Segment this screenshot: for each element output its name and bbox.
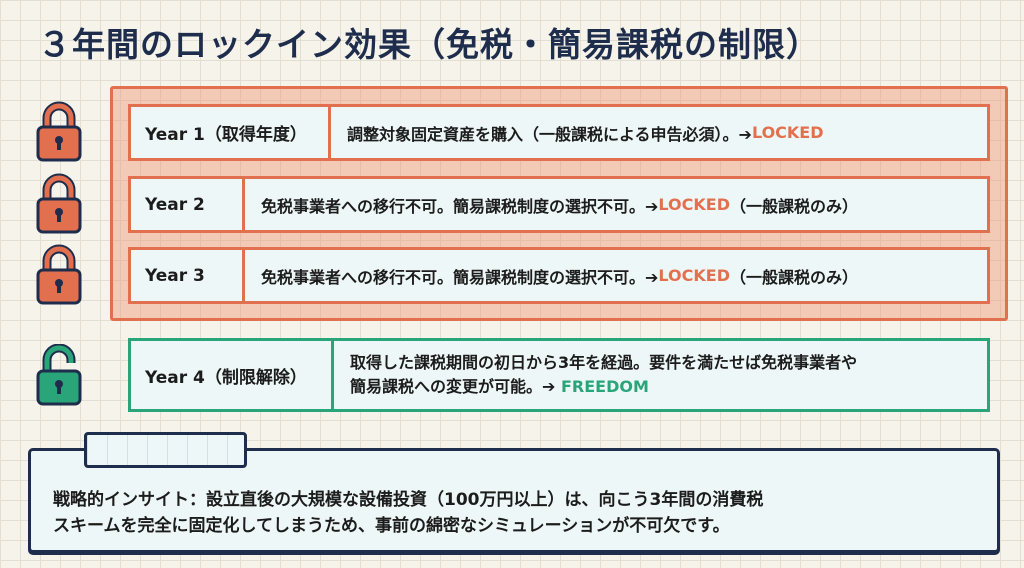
description-text: 免税事業者への移行不可。簡易課税制度の選択不可。➔ xyxy=(261,267,659,287)
year-description: 調整対象固定資産を購入（一般課税による申告必須）。➔ LOCKED xyxy=(331,107,824,158)
description-text: 取得した課税期間の初日から3年を経過。要件を満たせば免税事業者や xyxy=(350,353,858,372)
status-suffix: （一般課税のみ） xyxy=(730,196,859,216)
page-title: ３年間のロックイン効果（免税・簡易課税の制限） xyxy=(38,25,820,64)
note-tab xyxy=(84,432,247,468)
year-description: 免税事業者への移行不可。簡易課税制度の選択不可。➔ LOCKED（一般課税のみ） xyxy=(245,179,858,230)
insight-line: スキームを完全に固定化してしまうため、事前の綿密なシミュレーションが不可欠です。 xyxy=(53,516,730,536)
insight-line: 戦略的インサイト：設立直後の大規模な設備投資（100万円以上）は、向こう3年間の… xyxy=(53,490,764,510)
description-text: 調整対象固定資産を購入（一般課税による申告必須）。➔ xyxy=(347,124,752,144)
year-label: Year 2 xyxy=(131,179,245,230)
description-text: 免税事業者への移行不可。簡易課税制度の選択不可。➔ xyxy=(261,196,659,216)
status-locked: LOCKED xyxy=(658,266,730,285)
lock-closed-icon xyxy=(36,244,82,305)
year-label: Year 1（取得年度） xyxy=(131,107,331,158)
year-label: Year 4（制限解除） xyxy=(131,341,334,409)
year-row: Year 2 免税事業者への移行不可。簡易課税制度の選択不可。➔ LOCKED（… xyxy=(128,176,990,233)
description-text: 簡易課税への変更が可能。➔ xyxy=(350,377,561,396)
insight-text: 戦略的インサイト：設立直後の大規模な設備投資（100万円以上）は、向こう3年間の… xyxy=(53,487,763,539)
lock-closed-icon xyxy=(36,101,82,162)
status-suffix: （一般課税のみ） xyxy=(730,267,859,287)
year-row: Year 4（制限解除） 取得した課税期間の初日から3年を経過。要件を満たせば免… xyxy=(128,338,990,412)
year-description: 取得した課税期間の初日から3年を経過。要件を満たせば免税事業者や 簡易課税への変… xyxy=(334,341,857,409)
year-description: 免税事業者への移行不可。簡易課税制度の選択不可。➔ LOCKED（一般課税のみ） xyxy=(245,250,858,301)
status-locked: LOCKED xyxy=(751,123,824,142)
status-locked: LOCKED xyxy=(658,195,730,214)
year-row: Year 1（取得年度） 調整対象固定資産を購入（一般課税による申告必須）。➔ … xyxy=(128,104,990,161)
year-row: Year 3 免税事業者への移行不可。簡易課税制度の選択不可。➔ LOCKED（… xyxy=(128,247,990,304)
year-label: Year 3 xyxy=(131,250,245,301)
lock-closed-icon xyxy=(36,173,82,234)
status-freedom: FREEDOM xyxy=(560,377,649,396)
lock-open-icon xyxy=(36,344,82,406)
